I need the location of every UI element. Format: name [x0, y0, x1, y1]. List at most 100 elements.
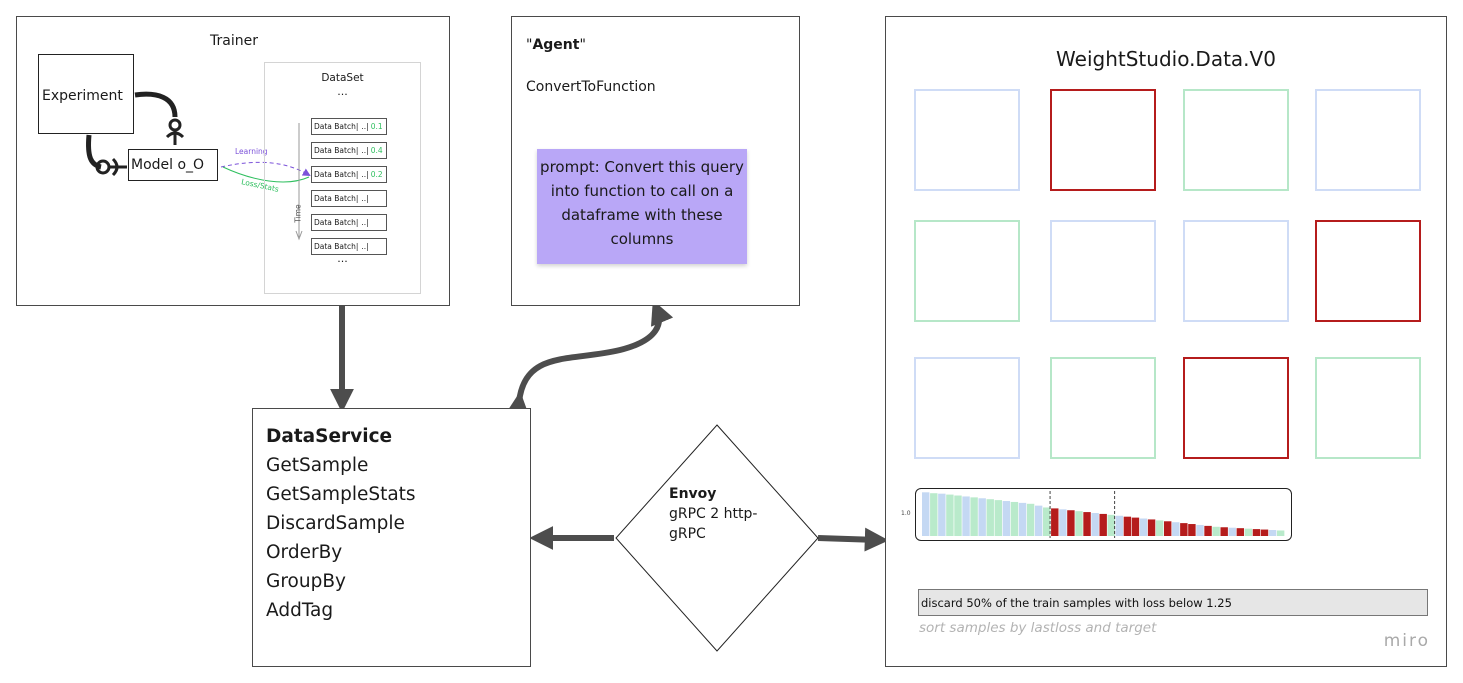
chart-bar — [1220, 527, 1228, 536]
data-batch-label: Data Batch| — [314, 170, 359, 179]
loss-chart[interactable] — [915, 488, 1292, 541]
chart-bar — [962, 496, 970, 536]
model-node[interactable]: Model o_O — [128, 149, 218, 181]
data-batch-value: 0.2 — [370, 170, 383, 179]
chart-bar — [1276, 530, 1285, 536]
sample-tile[interactable] — [1183, 89, 1289, 191]
chart-bar — [1034, 505, 1043, 536]
chart-bar — [994, 500, 1003, 536]
chart-bar — [1051, 508, 1059, 536]
agent-subtitle: ConvertToFunction — [526, 79, 656, 95]
chart-bar — [1252, 529, 1261, 536]
chart-bar — [1172, 522, 1180, 536]
chart-bar — [1026, 503, 1035, 536]
data-batch[interactable]: Data Batch|..| — [311, 214, 387, 231]
chart-bar — [1123, 516, 1132, 536]
chart-bar — [1139, 518, 1148, 536]
chart-bar — [922, 492, 930, 536]
experiment-model-interface — [134, 91, 178, 118]
sample-tile[interactable] — [1183, 357, 1289, 459]
dataservice-method: AddTag — [266, 600, 334, 621]
dataset-panel: DataSet ... ... — [264, 62, 421, 294]
interface-connectors — [86, 91, 311, 241]
data-batch-value: 0.1 — [370, 122, 383, 131]
studio-title: WeightStudio.Data.V0 — [1056, 47, 1276, 71]
data-batch[interactable]: Data Batch|..|0.2 — [311, 166, 387, 183]
chart-bar — [1115, 515, 1124, 536]
chart-bar — [1091, 513, 1099, 536]
data-batch-label: Data Batch| — [314, 242, 359, 251]
dataset-ellipsis-top: ... — [337, 85, 348, 98]
sample-tile[interactable] — [1050, 89, 1156, 191]
data-batch-label: Data Batch| — [314, 122, 359, 131]
envoy-line1: gRPC 2 http- — [669, 506, 758, 522]
learning-arrow — [220, 161, 311, 177]
sample-tile[interactable] — [1183, 220, 1289, 322]
chart-bar — [1131, 517, 1140, 536]
prompt-sticky-note[interactable]: prompt: Convert this query into function… — [537, 149, 747, 264]
dataservice-method: GetSampleStats — [266, 484, 416, 505]
sample-tile[interactable] — [914, 89, 1020, 191]
chart-bar — [1244, 528, 1253, 536]
chart-bar — [1043, 507, 1051, 536]
agent-title-quote-close: " — [579, 37, 586, 53]
chart-bar — [946, 494, 954, 536]
chart-bar — [938, 493, 946, 536]
chart-bar — [1188, 524, 1196, 536]
chart-bar — [1212, 526, 1220, 536]
studio-panel: WeightStudio.Data.V0 1.0 discard 50% of … — [885, 16, 1447, 667]
chart-bar — [978, 498, 986, 536]
chart-bar — [1228, 527, 1236, 536]
chart-bar — [1010, 501, 1019, 536]
data-batch[interactable]: Data Batch|..|0.4 — [311, 142, 387, 159]
chart-bar — [1196, 524, 1204, 536]
chart-bar — [930, 493, 938, 536]
sample-tile[interactable] — [914, 220, 1020, 322]
data-batch-sep: ..| — [361, 218, 369, 227]
envoy-title: Envoy — [669, 486, 717, 502]
data-batch-sep: ..| — [361, 146, 369, 155]
chart-bar — [1018, 502, 1027, 536]
experiment-node[interactable]: Experiment — [38, 54, 134, 134]
chart-bar — [1164, 521, 1172, 536]
data-batch[interactable]: Data Batch|..| — [311, 238, 387, 255]
data-batch-label: Data Batch| — [314, 146, 359, 155]
data-batch[interactable]: Data Batch|..| — [311, 190, 387, 207]
data-batch[interactable]: Data Batch|..|0.1 — [311, 118, 387, 135]
agent-panel: "Agent" ConvertToFunction prompt: Conver… — [511, 16, 800, 306]
query-input[interactable]: discard 50% of the train samples with lo… — [918, 589, 1428, 616]
envoy-diamond — [615, 424, 819, 652]
sample-tile[interactable] — [1050, 357, 1156, 459]
agent-title-quote-open: " — [526, 37, 533, 53]
arrow-envoy-studio — [817, 527, 889, 552]
data-batch-label: Data Batch| — [314, 218, 359, 227]
chart-bar — [1236, 528, 1245, 536]
sample-tile[interactable] — [914, 357, 1020, 459]
chart-bar — [1067, 510, 1075, 536]
envoy-line2: gRPC — [669, 526, 706, 542]
model-label: Model o_O — [131, 157, 205, 173]
sample-tile[interactable] — [1315, 357, 1421, 459]
chart-axis-label: 1.0 — [901, 510, 911, 517]
prompt-text: prompt: Convert this query into function… — [540, 158, 744, 248]
sample-tile[interactable] — [1315, 220, 1421, 322]
sample-tile[interactable] — [1315, 89, 1421, 191]
dataservice-title: DataService — [266, 426, 393, 447]
chart-bar — [1204, 525, 1212, 536]
chart-bar — [1075, 511, 1083, 536]
chart-bar — [1147, 519, 1156, 536]
data-batch-label: Data Batch| — [314, 194, 359, 203]
dataset-title: DataSet — [321, 72, 364, 84]
sample-tile[interactable] — [1050, 220, 1156, 322]
dataservice-method: DiscardSample — [266, 513, 405, 534]
learning-label: Learning — [235, 147, 268, 156]
chart-bar — [1268, 530, 1277, 536]
agent-title-text: Agent — [532, 37, 580, 53]
chart-bar — [954, 495, 962, 536]
model-experiment-interface — [86, 134, 102, 170]
dataservice-method: GetSample — [266, 455, 369, 476]
agent-title: "Agent" — [526, 37, 586, 53]
chart-bar — [1099, 513, 1107, 536]
